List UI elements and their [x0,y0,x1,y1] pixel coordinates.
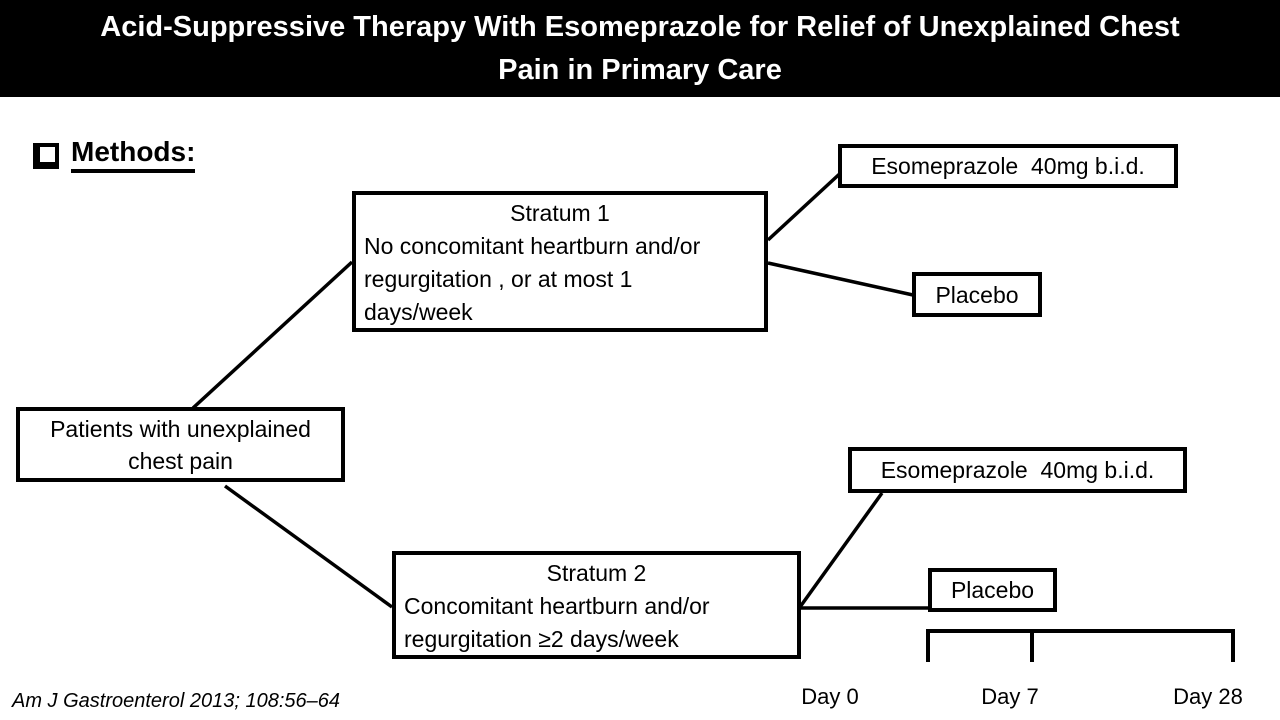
stratum1-line: days/week [364,299,473,325]
stratum1-line: regurgitation , or at most 1 [364,266,633,292]
title-bar: Acid-Suppressive Therapy With Esomeprazo… [0,0,1280,97]
stratum2-title: Stratum 2 [546,560,647,586]
stratum2-box: Stratum 2 Concomitant heartburn and/or r… [392,551,801,659]
stratum2-line: Concomitant heartburn and/or [404,593,710,619]
stratum2-line: regurgitation ≥2 days/week [404,626,679,652]
patients-box: Patients with unexplained chest pain [16,407,345,482]
connector-patients-to-stratum1 [191,260,354,410]
stratum1-esomeprazole-box: Esomeprazole 40mg b.i.d. [838,144,1178,188]
connector-stratum1-to-placebo [767,261,914,297]
timeline-bracket [926,629,1235,662]
methods-heading: Methods: [33,136,196,173]
slide-title-line-2: Pain in Primary Care [498,53,782,86]
patients-box-line: chest pain [128,447,233,474]
checkbox-bullet-icon [33,142,59,169]
timeline-label-day28: Day 28 [1173,684,1243,709]
stratum2-placebo-label: Placebo [950,577,1035,603]
timeline-label-day7: Day 7 [981,684,1039,709]
stratum1-box: Stratum 1 No concomitant heartburn and/o… [352,191,768,332]
stratum1-esomeprazole-label: Esomeprazole 40mg b.i.d. [871,153,1145,179]
slide-title-line-1: Acid-Suppressive Therapy With Esomeprazo… [100,10,1180,43]
patients-box-line: Patients with unexplained [50,415,311,442]
journal-citation: Am J Gastroenterol 2013; 108:56–64 [12,690,340,712]
stratum1-title: Stratum 1 [510,200,610,226]
stratum1-placebo-label: Placebo [935,281,1019,308]
stratum2-placebo-box: Placebo [928,568,1057,612]
methods-label: Methods: [71,136,196,173]
connector-stratum1-to-esomeprazole [766,166,848,242]
stratum2-esomeprazole-label: Esomeprazole 40mg b.i.d. [880,457,1155,483]
stratum2-esomeprazole-box: Esomeprazole 40mg b.i.d. [848,447,1187,493]
timeline-label-day0: Day 0 [801,684,859,709]
stratum1-line: No concomitant heartburn and/or [364,233,701,259]
connector-stratum2-to-esomeprazole [798,491,884,609]
connector-patients-to-stratum2 [223,484,394,609]
stratum1-placebo-box: Placebo [912,272,1042,317]
